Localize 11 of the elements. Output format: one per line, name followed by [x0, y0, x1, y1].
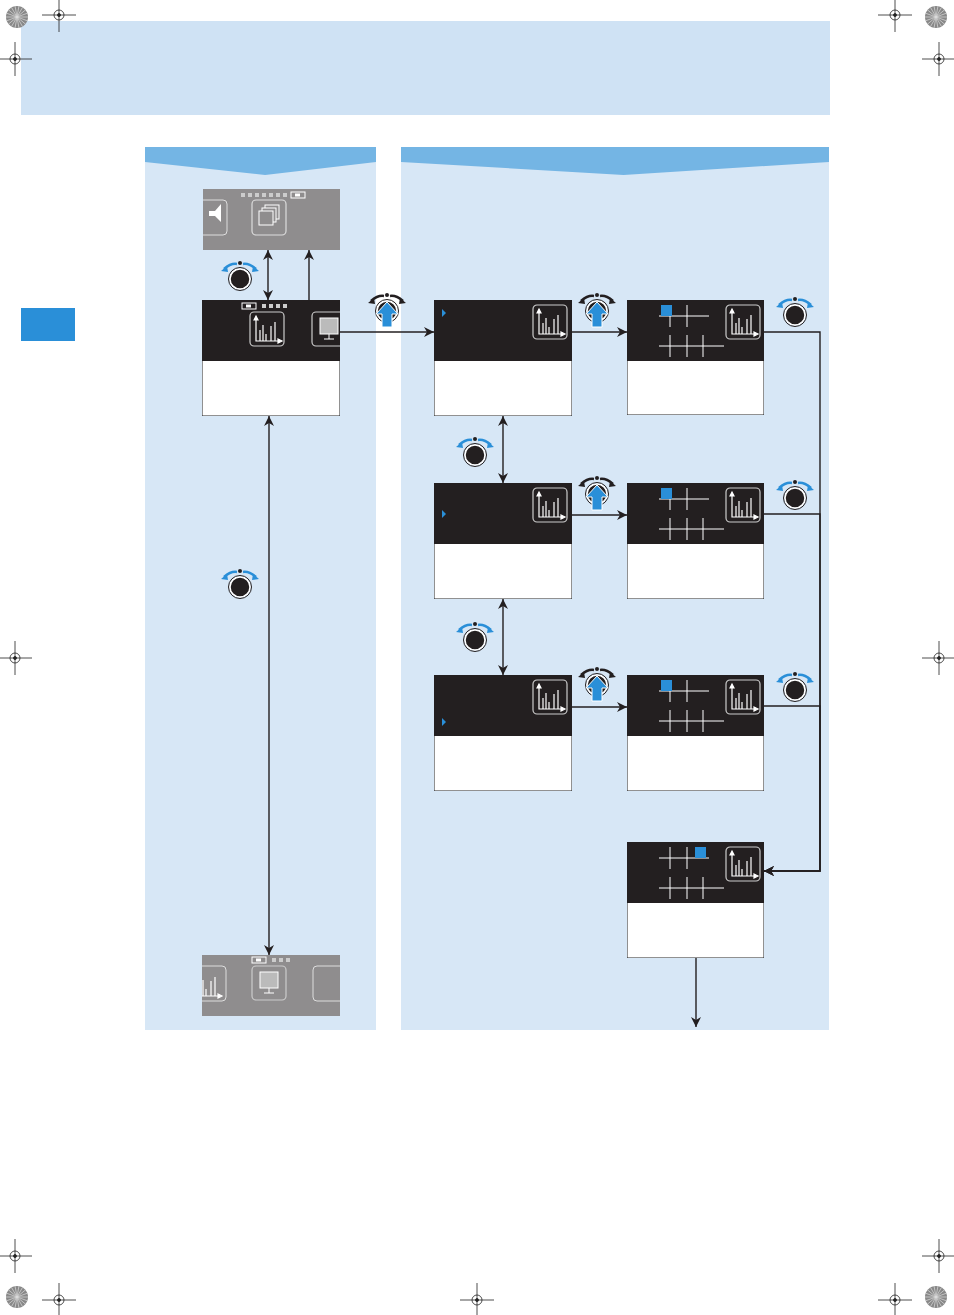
arrow [263, 249, 273, 301]
arrow [339, 327, 435, 337]
arrow [571, 702, 628, 712]
arrow [264, 415, 274, 956]
arrow [571, 510, 628, 520]
arrow [498, 415, 508, 484]
arrow [691, 957, 701, 1028]
arrow [571, 327, 628, 337]
arrow [498, 598, 508, 676]
arrow [304, 249, 314, 301]
arrow [763, 705, 821, 876]
